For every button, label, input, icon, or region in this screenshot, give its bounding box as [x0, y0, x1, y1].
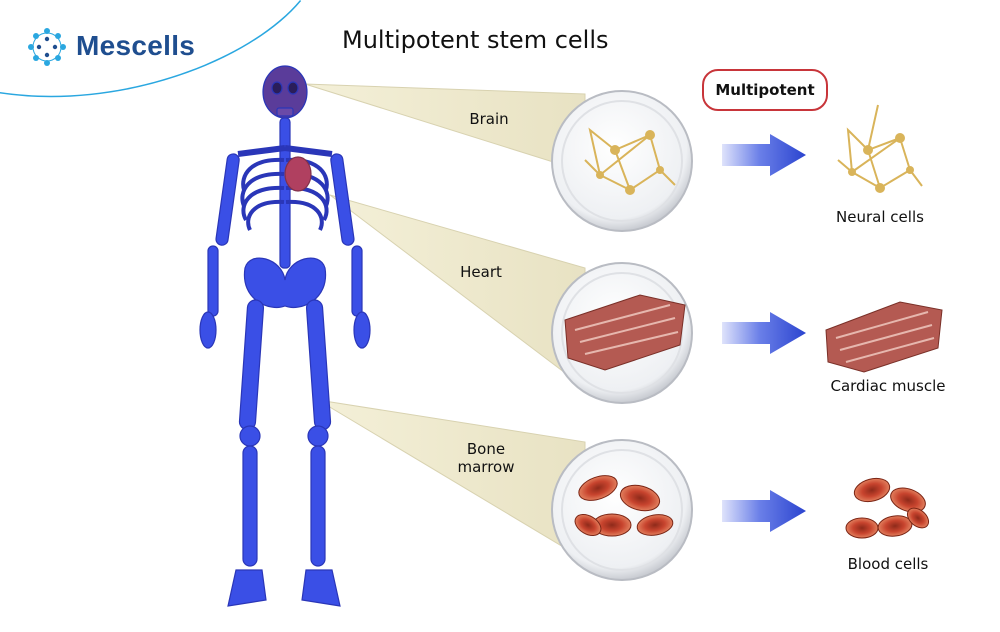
arrow-heart [722, 312, 806, 354]
dish-brain [551, 90, 693, 232]
result-label-cardiac: Cardiac muscle [830, 377, 946, 395]
neuron-cells-dish [584, 127, 676, 195]
blood-cells-image [845, 477, 930, 539]
source-label-brain: Brain [469, 110, 509, 128]
cardiac-muscle-image [825, 301, 943, 373]
diagram-title: Multipotent stem cells [342, 26, 609, 54]
result-label-neural: Neural cells [836, 208, 924, 226]
multipotent-badge: Multipotent [702, 69, 828, 111]
result-label-blood: Blood cells [847, 555, 929, 573]
beam-heart [329, 194, 586, 390]
muscle-fibers-dish [564, 294, 686, 371]
dish-bone-marrow [551, 439, 693, 581]
beam-brain [304, 83, 586, 173]
arrow-bone-marrow [722, 490, 806, 532]
source-label-heart: Heart [460, 263, 502, 281]
blood-cells-dish [574, 475, 674, 537]
source-label-line2: marrow [457, 458, 515, 476]
source-label-line1: Bone [466, 440, 506, 458]
skeleton-figure [199, 65, 371, 607]
logo-text: Mescells [76, 30, 196, 61]
arrow-brain [722, 134, 806, 176]
logo-icon [28, 28, 66, 66]
neural-cells-image [837, 104, 923, 193]
source-label-bone-marrow: Bone marrow [446, 440, 526, 476]
beam-bone-marrow [317, 399, 586, 561]
